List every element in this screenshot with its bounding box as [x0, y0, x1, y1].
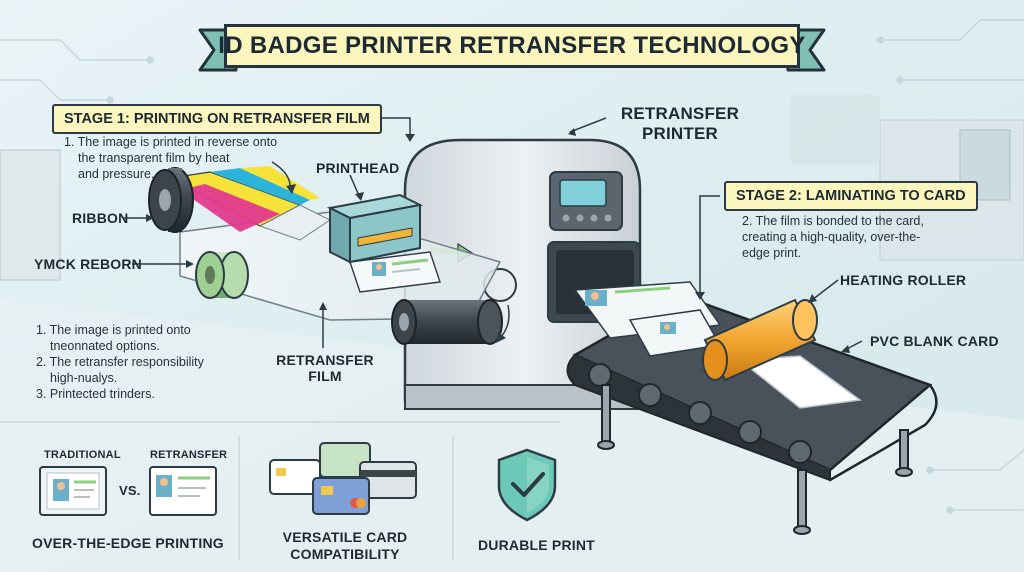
feature-over-the-edge: OVER-THE-EDGE PRINTING: [32, 535, 224, 551]
page-title-text: ID BADGE PRINTER RETRANSFER TECHNOLOGY: [218, 32, 806, 59]
stage-1-heading-text: STAGE 1: PRINTING ON RETRANSFER FILM: [64, 111, 370, 127]
stage-1-step-line3: and pressure.: [78, 167, 155, 181]
note-1: 1. The image is printed onto: [36, 323, 191, 337]
printer-label: RETRANSFER: [620, 104, 740, 123]
note-3: 3. Printected trinders.: [36, 387, 155, 401]
shield-check-icon: [497, 448, 557, 522]
retransfer-card-icon: [149, 466, 217, 516]
traditional-label: TRADITIONAL: [44, 449, 121, 461]
note-2-cont: high-nualys.: [50, 371, 118, 385]
feature-versatile: VERSATILE CARD: [282, 529, 408, 545]
stage-2-heading: STAGE 2: LAMINATING TO CARD: [724, 181, 978, 211]
stage-1-heading: STAGE 1: PRINTING ON RETRANSFER FILM: [52, 104, 382, 134]
stage-2-step-line3: edge print.: [742, 246, 802, 260]
note-2: 2. The retransfer responsibility: [36, 355, 204, 369]
card-stack-icon: [269, 442, 417, 515]
ymck-reborn-roll: [195, 251, 249, 299]
ymck-reborn-label: YMCK REBORN: [34, 256, 142, 272]
retransfer-label: RETRANSFER: [150, 449, 228, 461]
pvc-blank-card-shape: [738, 355, 862, 409]
traditional-card-icon: [39, 466, 107, 516]
heating-roller: [702, 298, 818, 382]
note-1-cont: tneonnated options.: [50, 339, 160, 353]
retransfer-film-label-line2: FILM: [308, 368, 342, 384]
stage-2-step: 2. The film is bonded to the card,: [742, 214, 924, 228]
printhead-label: PRINTHEAD: [316, 160, 400, 176]
card-on-belt: [573, 281, 722, 357]
stage-2-heading-text: STAGE 2: LAMINATING TO CARD: [736, 188, 966, 204]
printer-label-line2: PRINTER: [641, 124, 719, 143]
feature-durable: DURABLE PRINT: [478, 537, 595, 553]
ribbon-label: RIBBON: [72, 210, 129, 226]
feature-versatile-line2: COMPATIBILITY: [290, 546, 400, 562]
heating-roller-label: HEATING ROLLER: [840, 272, 967, 288]
ymck-ribbon: [148, 166, 331, 241]
film-printed-image: [349, 251, 441, 293]
stage-2-step-line2: creating a high-quality, over-the-: [742, 230, 921, 244]
page-title: ID BADGE PRINTER RETRANSFER TECHNOLOGY: [218, 24, 805, 68]
pvc-blank-card-label: PVC BLANK CARD: [870, 333, 999, 349]
stage-1-step: 1. The image is printed in reverse onto: [64, 135, 278, 149]
film-output-roller: [391, 299, 503, 345]
printhead: [326, 193, 424, 264]
vs-label: VS.: [119, 483, 141, 498]
stage-1-step-line2: the transparent film by heat: [78, 151, 230, 165]
retransfer-film-label: RETRANSFER: [276, 352, 374, 368]
